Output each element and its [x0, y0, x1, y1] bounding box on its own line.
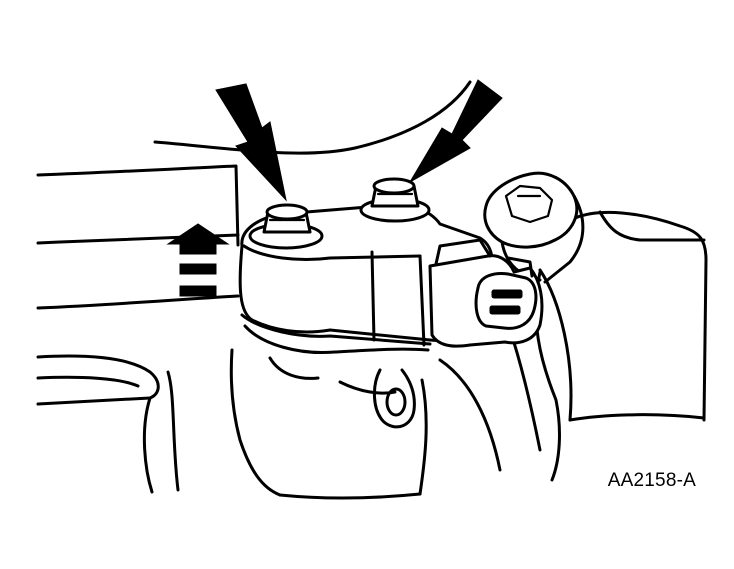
left-bolt-arrow — [215, 83, 287, 202]
left-mounting-bolt — [248, 203, 324, 250]
right-mounting-bolt — [359, 177, 431, 223]
front-direction-indicator — [166, 223, 230, 297]
figure-reference-code: AA2158-A — [607, 470, 696, 491]
right-bolt-arrow — [408, 79, 503, 184]
connector-pin-upper — [491, 289, 523, 299]
right-housing — [508, 210, 708, 482]
connector-pin-lower — [489, 305, 521, 315]
engine-background-contours — [36, 80, 472, 494]
lower-mount-body — [229, 348, 502, 500]
